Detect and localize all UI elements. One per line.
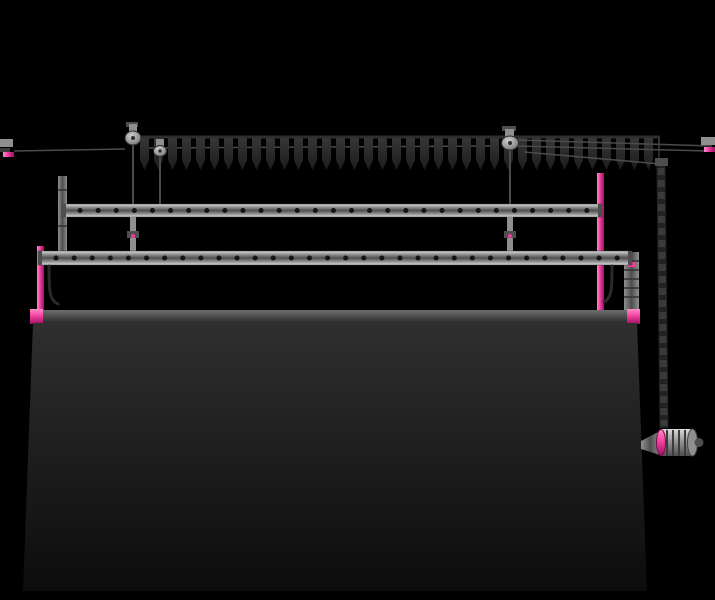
- bracket-arm: [0, 148, 10, 152]
- rail-lower-endcap-right: [628, 251, 632, 265]
- rail-lower: [37, 250, 633, 266]
- cord-left-run: [13, 148, 126, 152]
- pulley-axle: [508, 141, 512, 145]
- rail-lower-endcap-left: [38, 251, 42, 265]
- hanger-pin-pink: [508, 234, 512, 238]
- rail-upper-endcap-right: [598, 204, 602, 217]
- hanging-hook-left: [47, 264, 60, 306]
- bracket-plate: [701, 137, 715, 145]
- post-left-front-pink: [37, 246, 44, 312]
- cord-right-upper: [515, 139, 713, 147]
- winder-pink-ring: [656, 429, 666, 456]
- wall-bracket-left: [0, 139, 14, 157]
- winder-knob: [694, 438, 704, 447]
- lift-strap: [655, 158, 669, 429]
- hanging-hook-right: [602, 264, 614, 304]
- rail-upper-endcap-left: [62, 204, 66, 217]
- hanger-clamp-left: [127, 217, 139, 252]
- winder-ridges: [666, 430, 686, 456]
- pulley-bracket: [156, 139, 164, 149]
- pulley-block-right: [501, 126, 519, 151]
- pulley-mount: [502, 126, 516, 131]
- cord-right-lower: [515, 145, 709, 152]
- cord-right-runs: [515, 139, 713, 165]
- canopy-cap-left-pink: [30, 309, 43, 324]
- canopy-header-bar: [30, 310, 640, 323]
- canopy-header: [30, 309, 640, 324]
- pulley-block-left: [124, 122, 167, 157]
- cord-to-strap: [523, 151, 662, 165]
- bracket-plate: [0, 139, 13, 147]
- canopy-panel: [23, 323, 647, 591]
- post-right-rear-pink: [597, 173, 604, 313]
- drop-cords: [132, 145, 511, 206]
- wall-bracket-right: [701, 137, 715, 152]
- winder-cone: [641, 431, 660, 455]
- hanger-clamp-right: [504, 217, 516, 252]
- hanger-pin-pink: [131, 234, 135, 238]
- pulley-axle: [131, 136, 135, 140]
- strap-top-connector: [655, 158, 668, 166]
- folded-fabric-band: [138, 138, 660, 172]
- bracket-pink-clip: [704, 147, 715, 152]
- canopy-cap-right-pink: [627, 309, 640, 324]
- pulley-bracket: [505, 129, 514, 142]
- pulley-axle: [158, 149, 162, 153]
- rail-upper: [61, 203, 603, 218]
- hand-winder: [641, 428, 704, 457]
- bracket-pink-clip: [3, 152, 14, 157]
